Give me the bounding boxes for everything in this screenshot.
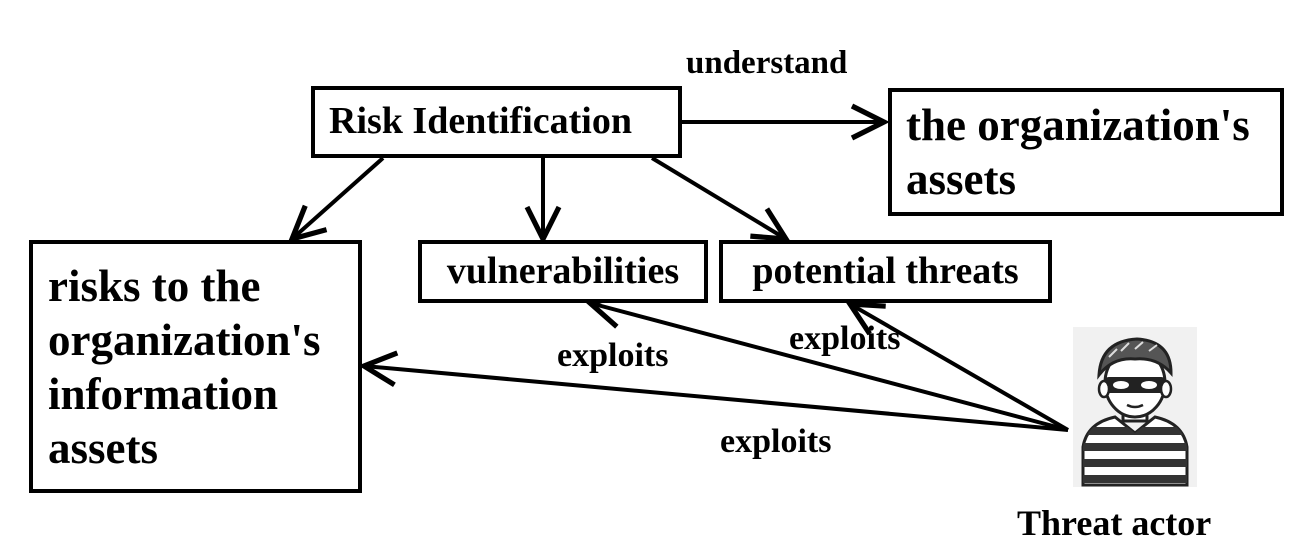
arrow-actor-to-vulnerabilities xyxy=(590,303,1069,432)
arrow-to-info-risks xyxy=(292,156,385,239)
risk-identification-label: Risk Identification xyxy=(329,100,632,143)
exploits-risks-label: exploits xyxy=(720,423,832,460)
vulnerabilities-box: vulnerabilities xyxy=(418,240,708,303)
info-risks-label: risks to the organization's information … xyxy=(48,260,321,473)
exploits-threats-label: exploits xyxy=(789,320,901,357)
vulnerabilities-label: vulnerabilities xyxy=(446,249,680,292)
info-risks-box: risks to the organization's information … xyxy=(29,240,362,493)
potential-threats-box: potential threats xyxy=(719,240,1052,303)
org-assets-box: the organization's assets xyxy=(888,88,1284,216)
potential-threats-label: potential threats xyxy=(752,249,1019,292)
arrow-actor-to-info-risks xyxy=(364,366,1069,432)
understand-label: understand xyxy=(686,45,848,81)
exploits-vulnerabilities-label: exploits xyxy=(557,337,669,374)
threat-actor-label: Threat actor xyxy=(1017,503,1212,543)
org-assets-label: the organization's assets xyxy=(906,100,1250,204)
arrow-actor-to-potential-threats xyxy=(850,304,1070,432)
arrow-to-potential-threats xyxy=(650,156,786,239)
masked-burglar-icon xyxy=(1073,327,1197,487)
risk-identification-box: Risk Identification xyxy=(311,86,682,158)
